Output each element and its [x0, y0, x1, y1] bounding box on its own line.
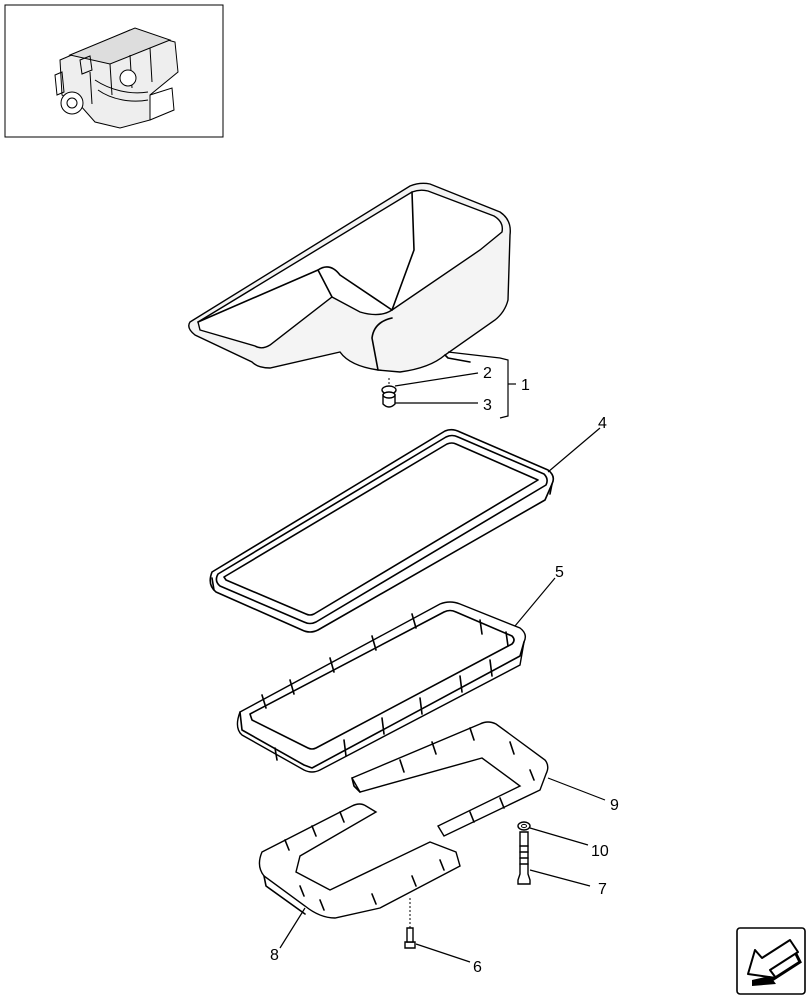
- leader-lines: [279, 351, 606, 963]
- oil-pan-frame: [236, 601, 527, 773]
- callout-7: 7: [598, 881, 607, 898]
- callout-8: 8: [270, 947, 279, 964]
- callout-4: 4: [598, 415, 607, 432]
- oil-pan-gasket: [209, 428, 555, 633]
- bolt: [404, 898, 416, 949]
- callout-9: 9: [610, 797, 619, 814]
- callout-3: 3: [483, 397, 492, 414]
- callout-6: 6: [473, 959, 482, 976]
- stud: [517, 831, 531, 885]
- spacer-plate: [351, 721, 549, 837]
- lower-plate: [258, 803, 461, 919]
- callout-1: 1: [521, 377, 530, 394]
- callout-2: 2: [483, 365, 492, 382]
- oil-pan: [188, 182, 511, 373]
- drain-plug-assembly: [381, 378, 397, 408]
- callout-5: 5: [555, 564, 564, 581]
- previous-page-arrow-icon[interactable]: [736, 927, 806, 995]
- callout-10: 10: [591, 843, 609, 860]
- washer: [517, 821, 531, 831]
- engine-thumbnail-icon: [4, 4, 224, 138]
